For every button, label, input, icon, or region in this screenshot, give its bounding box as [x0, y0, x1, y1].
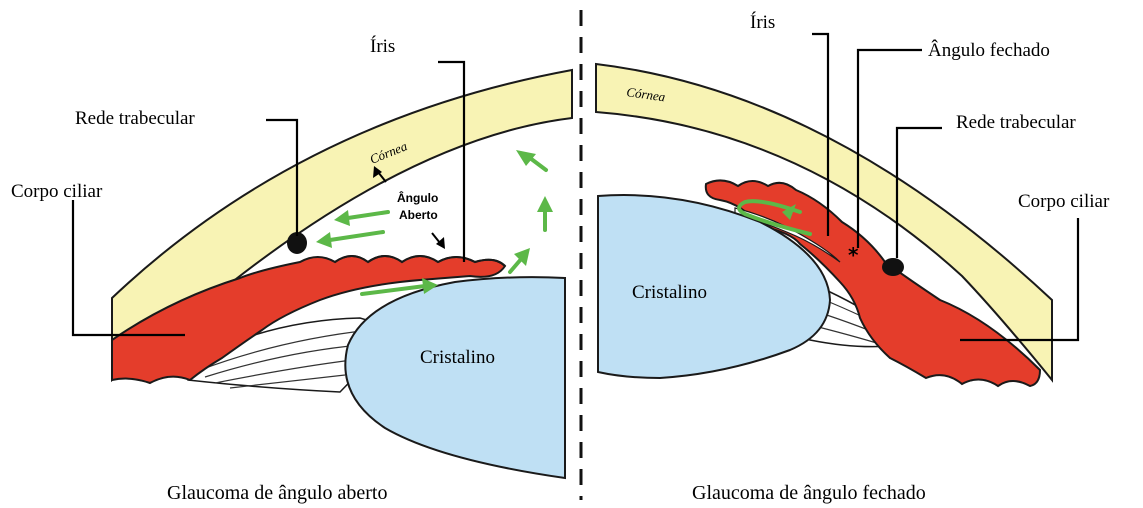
right-lens-label: Cristalino: [632, 282, 707, 303]
right-trabecular-meshwork: [882, 258, 904, 276]
left-angle-label-2: Aberto: [399, 208, 438, 222]
right-closed-angle-label: Ângulo fechado: [928, 39, 1050, 61]
right-panel: * Íris Ângulo fechado Rede trabecular Co…: [596, 11, 1110, 504]
left-lens-label: Cristalino: [420, 347, 495, 368]
left-iris-label: Íris: [370, 35, 395, 57]
left-panel: Íris Rede trabecular Corpo ciliar Córnea…: [11, 35, 572, 504]
left-ciliary-label: Corpo ciliar: [11, 181, 103, 202]
right-ciliary-label: Corpo ciliar: [1018, 191, 1110, 212]
left-angle-label-1: Ângulo: [397, 190, 438, 205]
left-lens: [345, 277, 565, 478]
right-caption: Glaucoma de ângulo fechado: [692, 482, 926, 504]
left-caption: Glaucoma de ângulo aberto: [167, 482, 387, 504]
left-trabecular-label: Rede trabecular: [75, 108, 195, 129]
left-iris-leader: [438, 62, 464, 262]
right-trabecular-label: Rede trabecular: [956, 112, 1076, 133]
right-iris-label: Íris: [750, 11, 775, 33]
